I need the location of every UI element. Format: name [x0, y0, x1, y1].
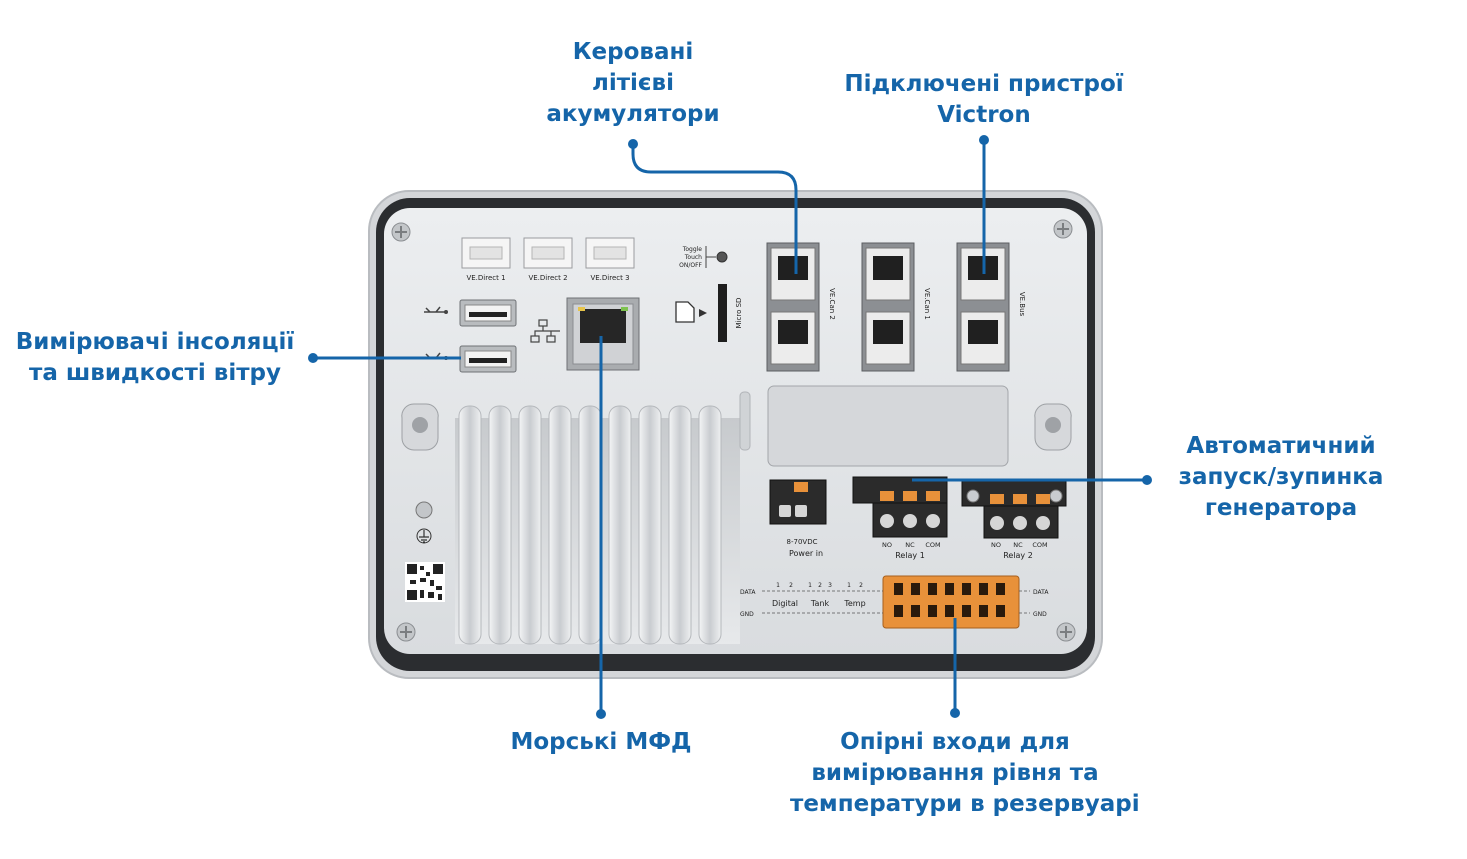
- callout-text-line: Victron: [937, 102, 1031, 128]
- callout-text-line: вимірювання рівня та: [811, 760, 1099, 786]
- heatsink-fins: [458, 405, 722, 645]
- leader-dots: [308, 135, 1152, 719]
- io-temp-label: Temp: [843, 599, 865, 608]
- screw-icon: [396, 622, 416, 642]
- ve-direct-3-label: VE.Direct 3: [590, 274, 629, 282]
- relay-2-pin-no: NO: [991, 541, 1001, 549]
- callout-sensors: Вимірювачі інсоляції та швидкості вітру: [5, 327, 305, 389]
- relay-1-pin-com: COM: [925, 541, 940, 549]
- sd-card-icon: [675, 301, 707, 323]
- io-gnd-label-right: GND: [1033, 611, 1047, 618]
- ve-direct-port-1: [461, 237, 511, 269]
- power-in-connector: [769, 479, 827, 525]
- io-digital-label: Digital: [772, 599, 798, 608]
- io-tank-num-1: 1: [808, 582, 812, 589]
- io-tank-num-2: 2: [818, 582, 822, 589]
- io-temp-num-2: 2: [859, 582, 863, 589]
- relay-1-label: Relay 1: [895, 551, 925, 560]
- callout-text-line: Морські МФД: [510, 729, 692, 755]
- toggle-label-line-2: Touch: [684, 254, 702, 261]
- power-in-label: Power in: [789, 549, 823, 558]
- ethernet-port: [566, 297, 640, 371]
- io-tank-label: Tank: [810, 599, 830, 608]
- screw-icon: [1056, 622, 1076, 642]
- relay-1-pin-no: NO: [882, 541, 892, 549]
- callout-text-line: Опірні входи для: [840, 729, 1070, 755]
- mounting-ear-icon: [401, 403, 439, 451]
- power-voltage-label: 8-70VDC: [787, 538, 818, 546]
- network-icon: [530, 319, 560, 343]
- io-terminal-block: [882, 575, 1020, 629]
- callout-text-line: Підключені пристрої: [844, 71, 1124, 97]
- callout-text-line: та швидкості вітру: [28, 360, 282, 386]
- callout-lithium-batteries: Керовані літієві акумулятори: [533, 37, 733, 130]
- leader-line-lithium: [631, 144, 798, 274]
- relay-2-pin-com: COM: [1032, 541, 1047, 549]
- micro-sd-slot: [718, 284, 727, 342]
- screw-icon: [391, 222, 411, 242]
- toggle-label-line-3: ON/OFF: [679, 262, 702, 269]
- toggle-touch-button: [716, 251, 728, 263]
- relay-2-connector: [961, 479, 1067, 539]
- leader-lines: [313, 140, 1147, 714]
- screw-icon: [1053, 219, 1073, 239]
- callout-text-line: генератора: [1204, 495, 1358, 521]
- label-sticker: [767, 385, 1009, 467]
- usb-icon: [424, 306, 448, 314]
- callout-text-line: Керовані: [572, 39, 694, 65]
- mounting-ear-icon: [1034, 403, 1072, 451]
- ve-can-1-label: VE.Can 1: [923, 288, 931, 320]
- ve-can-2-label: VE.Can 2: [828, 288, 836, 320]
- relay-1-pin-nc: NC: [905, 541, 915, 549]
- ve-direct-port-3: [585, 237, 635, 269]
- callout-tank-inputs: Опірні входи для вимірювання рівня та те…: [790, 727, 1140, 820]
- callout-text-line: запуск/зупинка: [1178, 464, 1384, 490]
- callout-text-line: Вимірювачі інсоляції: [15, 329, 295, 355]
- io-gnd-label-left: GND: [740, 611, 754, 618]
- io-tank-num-3: 3: [828, 582, 832, 589]
- callout-victron-devices: Підключені пристрої Victron: [834, 69, 1134, 131]
- callout-text-line: літієві: [591, 70, 675, 96]
- io-digital-num-2: 2: [789, 582, 793, 589]
- callout-generator: Автоматичний запуск/зупинка генератора: [1161, 431, 1401, 524]
- callout-text-line: Автоматичний: [1186, 433, 1376, 459]
- callout-text-line: акумулятори: [546, 101, 720, 127]
- toggle-label-line-1: Toggle: [682, 246, 703, 253]
- ve-bus-label: VE.Bus: [1018, 292, 1026, 317]
- callout-text-line: температури в резервуарі: [790, 791, 1140, 817]
- ve-direct-port-2: [523, 237, 573, 269]
- qr-code-icon: [405, 562, 445, 602]
- io-data-label-left: DATA: [740, 589, 756, 596]
- relay-2-label: Relay 2: [1003, 551, 1033, 560]
- micro-sd-label: Micro SD: [735, 298, 743, 329]
- io-data-label-right: DATA: [1033, 589, 1049, 596]
- ground-icon: [415, 501, 433, 544]
- io-digital-num-1: 1: [776, 582, 780, 589]
- ve-can-2-ports: [766, 242, 820, 372]
- io-temp-num-1: 1: [847, 582, 851, 589]
- slot: [739, 391, 751, 451]
- usb-port-1: [459, 299, 517, 327]
- usb-port-2: [459, 345, 517, 373]
- relay-2-pin-nc: NC: [1013, 541, 1023, 549]
- ve-can-1-ports: [861, 242, 915, 372]
- callout-marine-mfd: Морські МФД: [481, 727, 721, 758]
- ve-direct-2-label: VE.Direct 2: [528, 274, 567, 282]
- ve-direct-1-label: VE.Direct 1: [466, 274, 505, 282]
